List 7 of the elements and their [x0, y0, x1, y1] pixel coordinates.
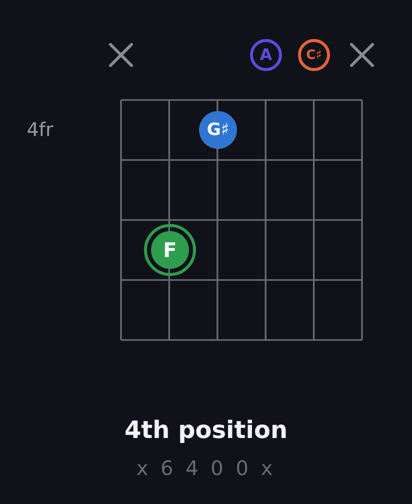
note-dot: G♯: [199, 111, 237, 149]
position-title: 4th position: [124, 416, 288, 444]
fingering-text: x 6 4 0 0 x: [136, 456, 276, 480]
note-ring: C♯: [298, 39, 330, 71]
note-ring: A: [250, 39, 282, 71]
fret-number: 4fr: [26, 119, 54, 141]
root-note-dot: F: [144, 224, 196, 276]
